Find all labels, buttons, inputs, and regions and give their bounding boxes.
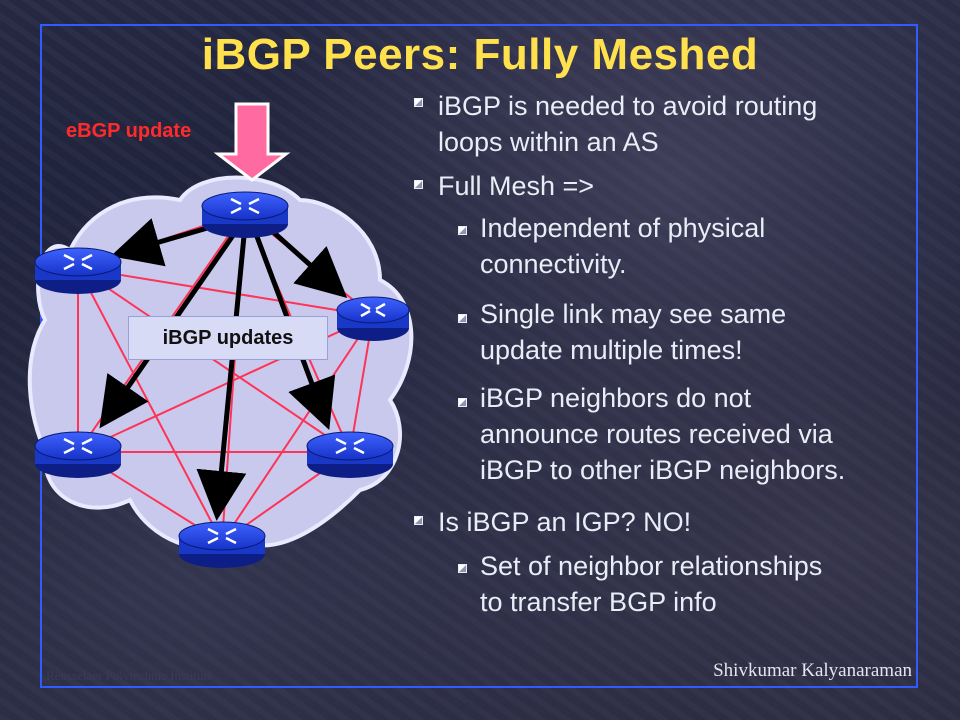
bullet-line: announce routes received via [480, 419, 833, 449]
router-bottom [178, 521, 266, 568]
bullet-line: Full Mesh => [438, 171, 595, 201]
bullet-line: connectivity. [480, 249, 627, 279]
bullet-item: iBGP is needed to avoid routing loops wi… [438, 88, 817, 160]
page-number: 37 [462, 694, 481, 715]
bullet-marker-icon [414, 516, 423, 525]
bullet-line: iBGP is needed to avoid routing [438, 91, 818, 121]
router-left [34, 247, 122, 294]
ibgp-updates-label: iBGP updates [128, 316, 328, 360]
footer-institution: Rensselaer Polytechnic Institute [46, 668, 213, 683]
bullet-line: iBGP neighbors do not [480, 383, 752, 413]
bullet-item: iBGP neighbors do not announce routes re… [480, 380, 845, 488]
bullet-item: Full Mesh => [438, 168, 594, 204]
bullet-line: Single link may see same [480, 299, 787, 329]
bullet-marker-icon [458, 314, 467, 323]
bullet-item: Is iBGP an IGP? NO! [438, 504, 691, 540]
footer-author: Shivkumar Kalyanaraman [713, 660, 912, 681]
router-bottom-left [34, 431, 122, 478]
router-bottom-right [306, 431, 394, 478]
bullet-line: to transfer BGP info [480, 587, 717, 617]
bullet-marker-icon [414, 180, 423, 189]
bullet-line: update multiple times! [480, 335, 743, 365]
bullet-line: Is iBGP an IGP? NO! [438, 507, 692, 537]
bullet-item: Single link may see same update multiple… [480, 296, 786, 368]
bullet-line: iBGP to other iBGP neighbors. [480, 455, 846, 485]
router-top [201, 191, 289, 238]
bullet-line: loops within an AS [438, 127, 659, 157]
bullet-marker-icon [458, 398, 467, 407]
bullet-item: Independent of physical connectivity. [480, 210, 765, 282]
slide-title: iBGP Peers: Fully Meshed [201, 30, 759, 79]
bullet-line: Independent of physical [480, 213, 766, 243]
bullet-marker-icon [458, 226, 467, 235]
bullet-marker-icon [458, 564, 467, 573]
ebgp-arrow [213, 102, 291, 182]
bullet-line: Set of neighbor relationships [480, 551, 823, 581]
router-right [336, 296, 410, 341]
ebgp-update-label: eBGP update [66, 120, 192, 142]
bullet-marker-icon [414, 98, 423, 107]
bullet-item: Set of neighbor relationships to transfe… [480, 548, 822, 620]
